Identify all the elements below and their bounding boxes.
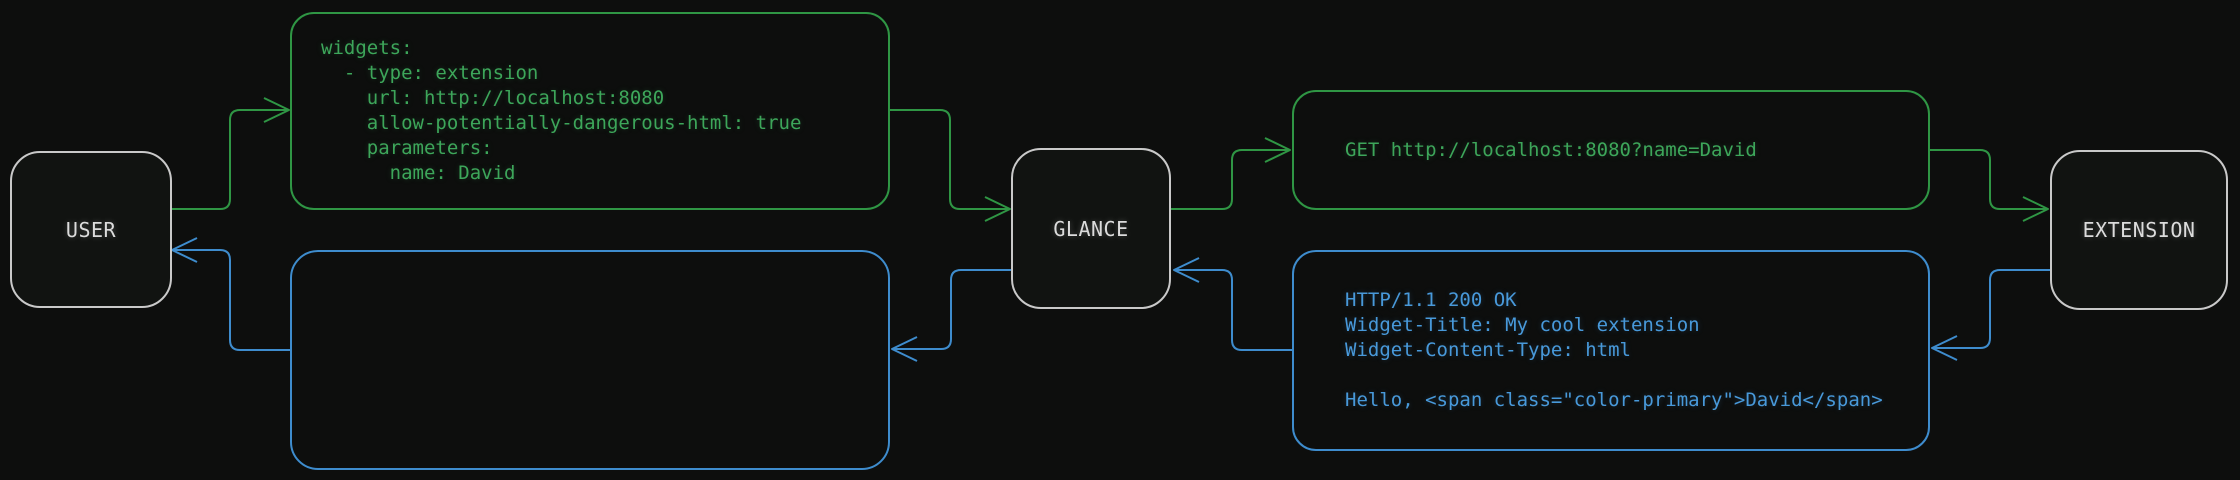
glance-box: GLANCE <box>1011 148 1171 309</box>
extension-box: EXTENSION <box>2050 150 2228 310</box>
http-request-box: GET http://localhost:8080?name=David <box>1292 90 1930 210</box>
arrow-user-to-config <box>172 97 290 210</box>
arrow-glance-to-request <box>1171 137 1291 210</box>
arrow-response-to-glance <box>1173 257 1292 351</box>
arrow-glance-to-widget <box>891 269 1011 362</box>
user-label: USER <box>65 217 117 242</box>
arrow-widget-to-user <box>171 237 290 351</box>
extension-label: EXTENSION <box>2082 218 2196 242</box>
config-yaml-box: widgets: - type: extension url: http://l… <box>290 12 890 210</box>
http-response-code: HTTP/1.1 200 OK Widget-Title: My cool ex… <box>1345 289 1883 411</box>
http-response-box: HTTP/1.1 200 OK Widget-Title: My cool ex… <box>1292 250 1930 451</box>
arrow-extension-to-response <box>1931 269 2050 361</box>
http-request-code: GET http://localhost:8080?name=David <box>1345 138 1757 161</box>
arrow-config-to-glance <box>890 109 1011 222</box>
user-box: USER <box>10 151 172 308</box>
arrow-request-to-extension <box>1930 149 2049 222</box>
glance-label: GLANCE <box>1053 216 1129 241</box>
config-yaml-code: widgets: - type: extension url: http://l… <box>321 37 802 184</box>
widget-render-box: MY COOL EXTENSION Hello, David <box>290 250 890 470</box>
